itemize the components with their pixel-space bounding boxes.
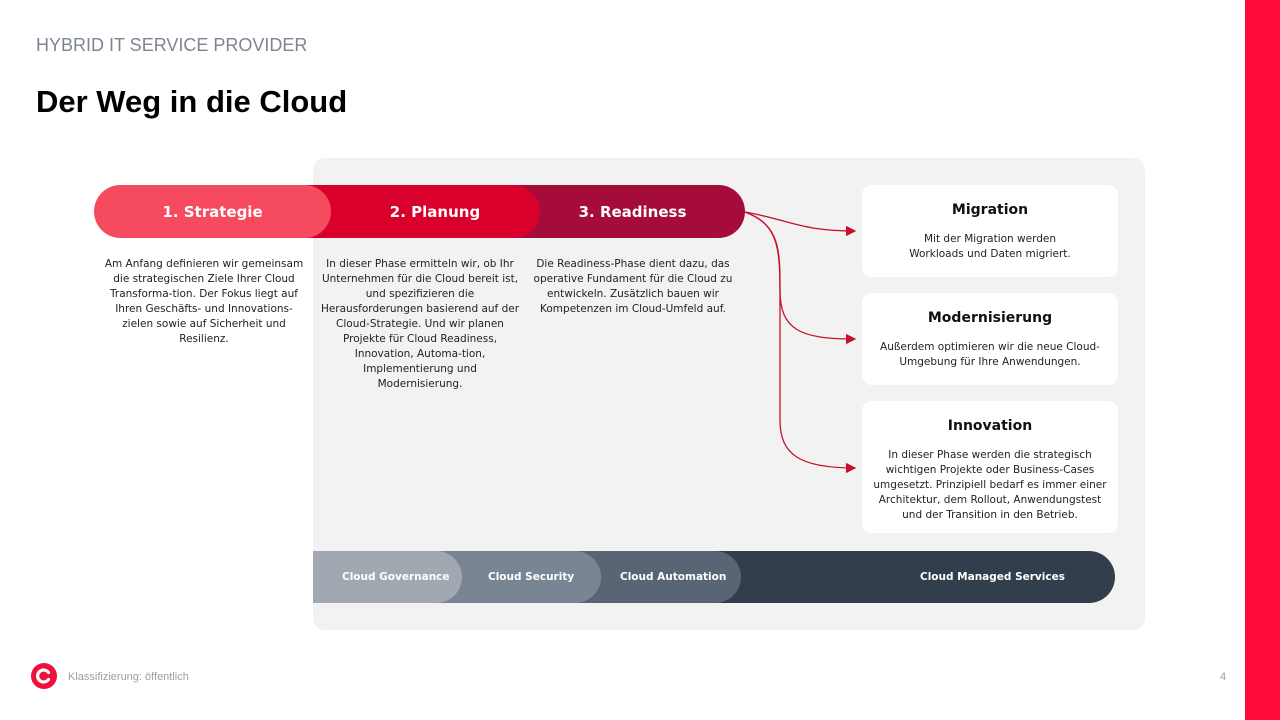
- arrow-innovation: [744, 211, 857, 474]
- card-text: In dieser Phase werden die strategisch w…: [873, 449, 1107, 521]
- page-number: 4: [1220, 671, 1227, 683]
- card-title: Innovation: [947, 418, 1033, 434]
- card-modernisierung: Modernisierung Außerdem optimieren wir d…: [862, 293, 1118, 385]
- classification-label: Klassifizierung: öffentlich: [68, 671, 189, 683]
- accent-strip: [1245, 0, 1280, 720]
- kicker: HYBRID IT SERVICE PROVIDER: [36, 35, 308, 55]
- phase-description: Am Anfang definieren wir gemeinsam die s…: [104, 258, 304, 345]
- phase-planung: 2. Planung: [300, 185, 540, 238]
- company-logo-icon: [31, 663, 57, 689]
- card-title: Migration: [951, 202, 1029, 218]
- phase-description: In dieser Phase ermitteln wir, ob Ihr Un…: [320, 258, 520, 390]
- card-text: Außerdem optimieren wir die neue Cloud-U…: [880, 341, 1100, 368]
- card-text: Mit der Migration werden Workloads und D…: [909, 233, 1071, 260]
- phase-description: Die Readiness-Phase dient dazu, das oper…: [533, 258, 733, 315]
- phase-readiness: 3. Readiness: [510, 185, 745, 238]
- phase-strategie: 1. Strategie: [94, 185, 331, 238]
- arrow-migration: [744, 211, 857, 237]
- page-title: Der Weg in die Cloud: [36, 84, 348, 119]
- card-title: Modernisierung: [927, 310, 1053, 326]
- service-governance: Cloud Governance: [313, 551, 462, 603]
- card-migration: Migration Mit der Migration werden Workl…: [862, 185, 1118, 277]
- service-managed: Cloud Managed Services: [700, 551, 1115, 603]
- card-innovation: Innovation In dieser Phase werden die st…: [862, 401, 1118, 533]
